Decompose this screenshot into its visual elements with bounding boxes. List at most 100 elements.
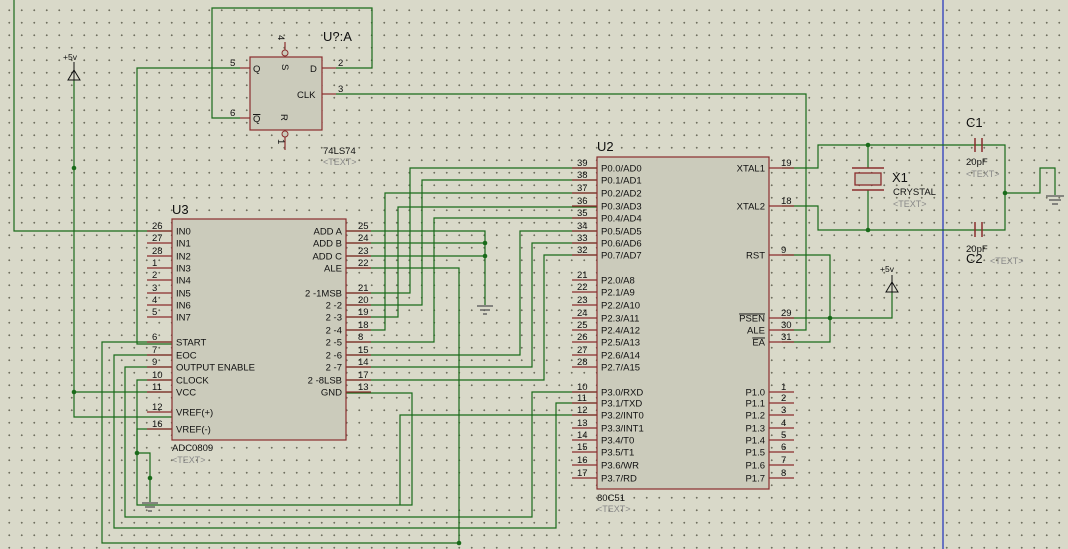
adc-right-pin-number: 8 xyxy=(358,332,363,343)
mcu-right-pin-label: P1.6 xyxy=(745,461,765,472)
adc-left-pin-number: 27 xyxy=(152,233,163,244)
mcu-left-pin-number: 28 xyxy=(577,357,588,368)
mcu-left-pin-label: P2.5/A13 xyxy=(601,338,640,349)
adc-right-pin[interactable]: 142 -7 xyxy=(326,357,371,374)
crystal-x1[interactable]: X1 CRYSTAL <TEXT> xyxy=(852,167,936,209)
mcu-right-pin[interactable]: 7P1.6 xyxy=(745,455,794,472)
ground-symbol-vref xyxy=(142,502,158,512)
mcu-left-pin-number: 13 xyxy=(577,418,588,429)
mcu-type: 80C51 xyxy=(597,493,625,504)
adc-left-pin-number: 2 xyxy=(152,270,157,281)
mcu-right-pin-number: 2 xyxy=(781,393,786,404)
adc-right-pin[interactable]: 152 -6 xyxy=(326,345,371,362)
capacitor-c2[interactable]: 20pF C2 <TEXT> xyxy=(966,222,1024,266)
mcu-left-pin-number: 32 xyxy=(577,245,588,256)
adc-right-pin[interactable]: 82 -5 xyxy=(326,332,371,349)
mcu-right-pin[interactable]: 8P1.7 xyxy=(745,468,794,485)
adc-right-pin[interactable]: 182 -4 xyxy=(326,320,371,337)
flipflop-74ls74[interactable]: Q Q D CLK S R 5 2 3 6 4 1 U?:A 74LS74 <T… xyxy=(230,29,357,167)
mcu-left-pin-number: 24 xyxy=(577,308,588,319)
mcu-left-pin-number: 36 xyxy=(577,196,588,207)
crystal-type: CRYSTAL xyxy=(893,187,936,198)
adc-left-pin-label: IN1 xyxy=(176,239,191,250)
mcu-right-pin[interactable]: 6P1.5 xyxy=(745,442,794,459)
adc-right-pin[interactable]: 212 -1MSB xyxy=(305,283,371,300)
adc-left-pin-number: 3 xyxy=(152,283,157,294)
capacitor-c1[interactable]: C1 20pF <TEXT> xyxy=(966,115,1000,179)
adc-right-pin-label: ALE xyxy=(324,264,342,275)
mcu-left-pin-label: P2.3/A11 xyxy=(601,314,639,325)
adc-right-pin-number: 22 xyxy=(358,258,369,269)
power-terminal-left[interactable]: +5v xyxy=(63,52,81,81)
adc-right-pin[interactable]: 192 -3 xyxy=(326,307,371,324)
adc-right-pin[interactable]: 202 -2 xyxy=(326,295,371,312)
mcu-left-pin-number: 23 xyxy=(577,295,588,306)
mcu-right-pin[interactable]: 2P1.1 xyxy=(745,393,794,410)
mcu-right-pin[interactable]: 3P1.2 xyxy=(745,405,794,422)
power-terminal-right[interactable]: +5v xyxy=(880,264,899,293)
mcu-right-pin[interactable]: 5P1.4 xyxy=(745,430,794,447)
mcu-right-pin[interactable]: 1P1.0 xyxy=(745,382,794,399)
mcu-right-pin-label: P1.2 xyxy=(745,411,765,422)
mcu-left-pin-label: P3.3/INT1 xyxy=(601,424,644,435)
mcu-right-pin[interactable]: 4P1.3 xyxy=(745,418,794,435)
adc-right-pin[interactable]: 172 -8LSB xyxy=(308,370,371,387)
mcu-left-pin-number: 34 xyxy=(577,221,588,232)
mcu-left-pin-number: 14 xyxy=(577,430,588,441)
ff-pin-d-label: D xyxy=(310,64,317,75)
